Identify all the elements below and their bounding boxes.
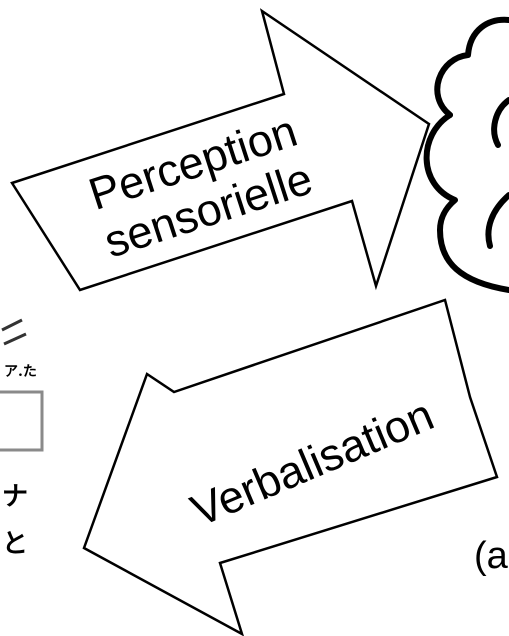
sketch-box bbox=[0, 390, 44, 452]
head-inner-curve-2 bbox=[491, 97, 509, 148]
right-partial-caption: (a bbox=[474, 535, 509, 577]
head-top-curve bbox=[434, 16, 509, 118]
head-bottom-curve bbox=[437, 227, 509, 293]
sketch-mark-mid: ナ bbox=[2, 482, 28, 512]
perception-arrow: Perception sensorielle bbox=[10, 8, 431, 292]
head-outline bbox=[423, 16, 509, 293]
head-inner-curve-1 bbox=[485, 192, 509, 249]
left-partial-sketch: ア.た ナ と bbox=[0, 318, 44, 559]
head-middle-curve bbox=[423, 112, 458, 233]
perception-arrow-shape bbox=[10, 8, 431, 292]
verbalisation-arrow-shape bbox=[82, 298, 499, 636]
verbalisation-arrow: Verbalisation bbox=[82, 298, 499, 636]
sketch-mark-low: と bbox=[2, 529, 28, 559]
sketch-stroke-1 bbox=[1, 318, 23, 332]
sketch-mark-top: ア.た bbox=[4, 364, 37, 380]
sketch-stroke-2 bbox=[3, 332, 27, 346]
